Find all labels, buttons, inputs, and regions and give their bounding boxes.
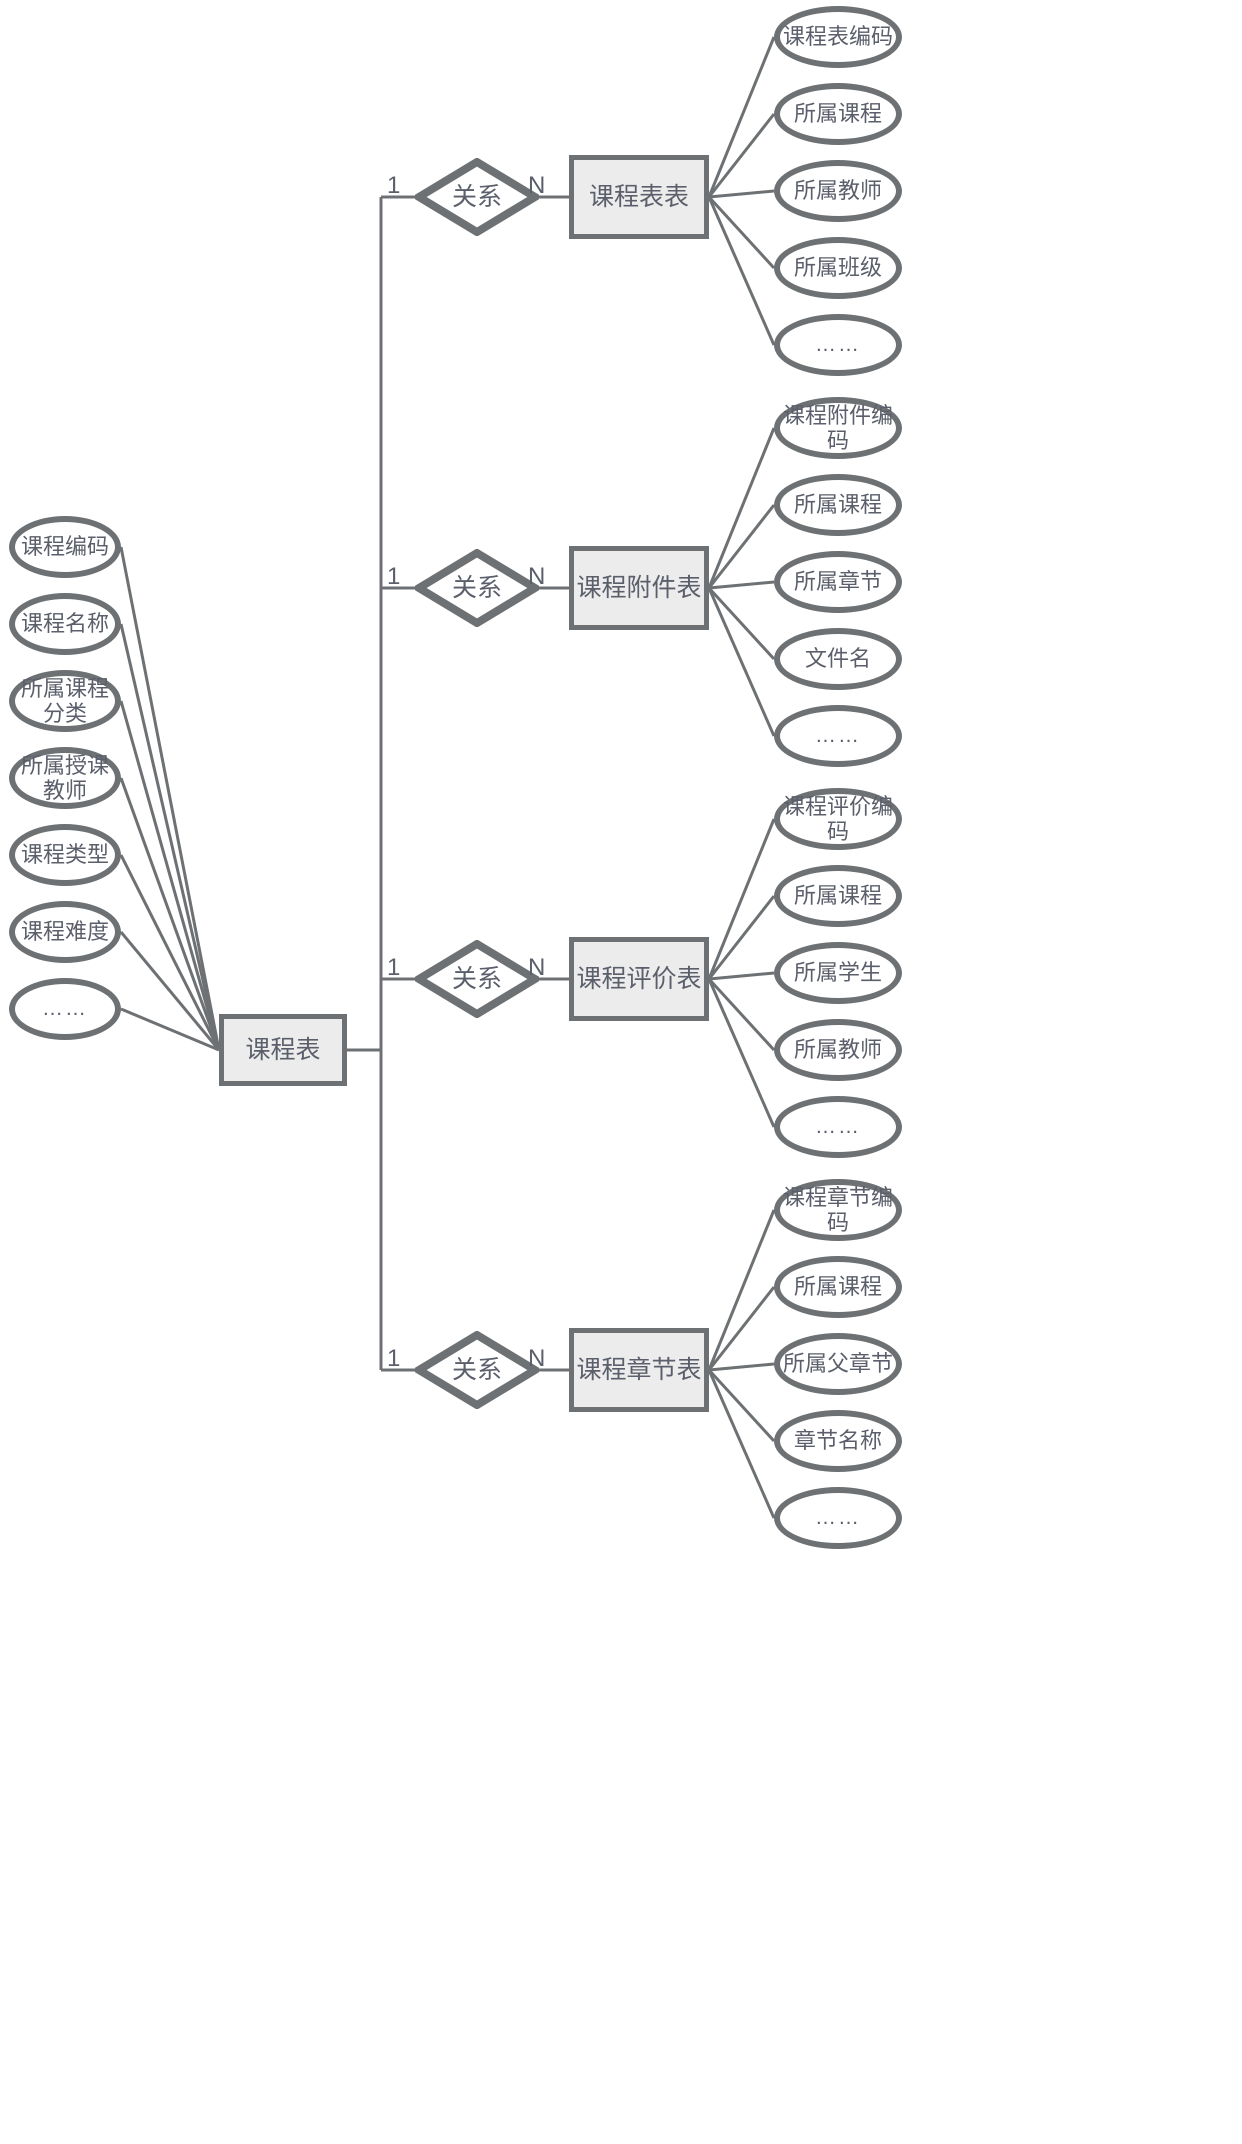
entity-course-attachment-table[interactable]: 课程附件表 — [569, 546, 709, 630]
attribute-schedule-class[interactable]: 所属班级 — [774, 237, 902, 299]
cardinality-many-1: N — [528, 172, 546, 199]
entity-schedule-table[interactable]: 课程表表 — [569, 155, 709, 239]
attribute-label: 课程难度 — [20, 919, 109, 945]
attribute-schedule-teacher[interactable]: 所属教师 — [774, 160, 902, 222]
attribute-label: 章节名称 — [793, 1428, 882, 1454]
relationship-label: 关系 — [451, 182, 502, 211]
cardinality-one-4: 1 — [387, 1345, 401, 1372]
relationship-diamond-3[interactable]: 关系 — [415, 940, 539, 1018]
cardinality-many-2: N — [528, 563, 546, 590]
attribute-chapter-name[interactable]: 章节名称 — [774, 1410, 902, 1472]
attribute-label: 所属教师 — [793, 178, 882, 204]
attribute-label: 课程表编码 — [782, 24, 893, 50]
entity-label: 课程章节表 — [576, 1355, 702, 1384]
entity-label: 课程表 — [245, 1035, 321, 1064]
attribute-label: 所属父章节 — [782, 1351, 893, 1377]
attribute-label: …… — [815, 1114, 861, 1138]
relationship-diamond-2[interactable]: 关系 — [415, 549, 539, 627]
attribute-course-difficulty[interactable]: 课程难度 — [9, 901, 121, 963]
attribute-attachment-course[interactable]: 所属课程 — [774, 474, 902, 536]
attribute-label: 所属学生 — [793, 960, 882, 986]
attribute-chapter-code[interactable]: 课程章节编码 — [774, 1179, 902, 1241]
attribute-label: …… — [42, 996, 88, 1020]
attribute-label: 文件名 — [804, 646, 871, 672]
entity-central-course-table[interactable]: 课程表 — [219, 1014, 347, 1086]
attribute-label: …… — [815, 332, 861, 356]
attribute-label: 课程评价编码 — [782, 793, 893, 844]
attribute-course-category[interactable]: 所属课程分类 — [9, 670, 121, 732]
attribute-label: 所属课程 — [793, 883, 882, 909]
attribute-course-more[interactable]: …… — [9, 978, 121, 1040]
diamond-shape-icon — [415, 549, 539, 627]
diamond-shape-icon — [415, 158, 539, 236]
relationship-diamond-4[interactable]: 关系 — [415, 1331, 539, 1409]
entity-course-evaluation-table[interactable]: 课程评价表 — [569, 937, 709, 1021]
cardinality-many-3: N — [528, 954, 546, 981]
attribute-label: 课程名称 — [20, 611, 109, 637]
relationship-label: 关系 — [451, 1355, 502, 1384]
diamond-shape-icon — [415, 940, 539, 1018]
attribute-label: 所属课程 — [793, 101, 882, 127]
attribute-schedule-code[interactable]: 课程表编码 — [774, 6, 902, 68]
attribute-evaluation-more[interactable]: …… — [774, 1096, 902, 1158]
diamond-shape-icon — [415, 1331, 539, 1409]
entity-label: 课程表表 — [588, 182, 689, 211]
attribute-evaluation-student[interactable]: 所属学生 — [774, 942, 902, 1004]
attribute-label: 所属课程分类 — [20, 675, 109, 726]
attribute-label: 所属教师 — [793, 1037, 882, 1063]
attribute-label: 所属章节 — [793, 569, 882, 595]
relationship-label: 关系 — [451, 573, 502, 602]
attribute-attachment-chapter[interactable]: 所属章节 — [774, 551, 902, 613]
attribute-course-code[interactable]: 课程编码 — [9, 516, 121, 578]
relationship-diamond-1[interactable]: 关系 — [415, 158, 539, 236]
attribute-evaluation-course[interactable]: 所属课程 — [774, 865, 902, 927]
attribute-label: 课程章节编码 — [782, 1184, 893, 1235]
attribute-attachment-more[interactable]: …… — [774, 705, 902, 767]
attribute-chapter-parent[interactable]: 所属父章节 — [774, 1333, 902, 1395]
attribute-schedule-more[interactable]: …… — [774, 314, 902, 376]
entity-label: 课程评价表 — [576, 964, 702, 993]
attribute-course-name[interactable]: 课程名称 — [9, 593, 121, 655]
relationship-label: 关系 — [451, 964, 502, 993]
attribute-course-teacher[interactable]: 所属授课教师 — [9, 747, 121, 809]
attribute-chapter-course[interactable]: 所属课程 — [774, 1256, 902, 1318]
attribute-label: …… — [815, 723, 861, 747]
cardinality-many-4: N — [528, 1345, 546, 1372]
attribute-attachment-filename[interactable]: 文件名 — [774, 628, 902, 690]
attribute-label: 所属授课教师 — [20, 752, 109, 803]
entity-label: 课程附件表 — [576, 573, 702, 602]
attribute-label: 课程类型 — [20, 842, 109, 868]
attribute-label: 课程附件编码 — [782, 402, 893, 453]
attribute-evaluation-teacher[interactable]: 所属教师 — [774, 1019, 902, 1081]
entity-course-chapter-table[interactable]: 课程章节表 — [569, 1328, 709, 1412]
attribute-label: 课程编码 — [20, 534, 109, 560]
attribute-chapter-more[interactable]: …… — [774, 1487, 902, 1549]
cardinality-one-1: 1 — [387, 172, 401, 199]
attribute-schedule-course[interactable]: 所属课程 — [774, 83, 902, 145]
attribute-course-type[interactable]: 课程类型 — [9, 824, 121, 886]
attribute-attachment-code[interactable]: 课程附件编码 — [774, 397, 902, 459]
attribute-label: …… — [815, 1505, 861, 1529]
cardinality-one-3: 1 — [387, 954, 401, 981]
attribute-label: 所属课程 — [793, 492, 882, 518]
attribute-label: 所属班级 — [793, 255, 882, 281]
attribute-evaluation-code[interactable]: 课程评价编码 — [774, 788, 902, 850]
attribute-label: 所属课程 — [793, 1274, 882, 1300]
cardinality-one-2: 1 — [387, 563, 401, 590]
